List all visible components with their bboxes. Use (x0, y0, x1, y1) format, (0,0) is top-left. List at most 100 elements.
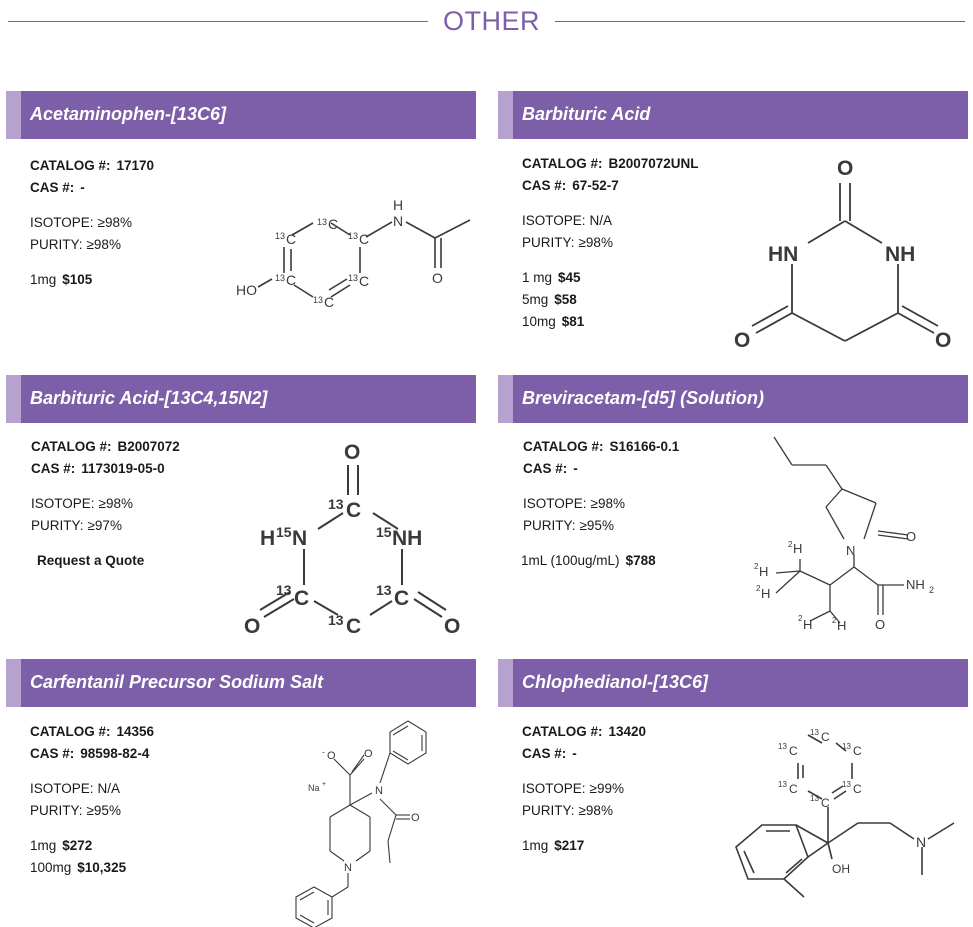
product-card: Acetaminophen-[13C6] CATALOG #:17170 CAS… (6, 91, 476, 361)
deuterium-atom: H (759, 564, 768, 579)
isotope-13-label: 13 (275, 273, 285, 283)
title-bar-accent (6, 659, 21, 707)
isotope-13-label: 13 (275, 231, 285, 241)
oxygen-atom: O (444, 615, 460, 638)
section-header: OTHER (0, 0, 973, 44)
cas-label: CAS #: (522, 178, 567, 193)
oxygen-atom: O (244, 615, 260, 638)
catalog-number: 13420 (608, 724, 647, 739)
amide-nh-group: NH (906, 577, 925, 592)
purity-value: ≥98% (86, 237, 121, 252)
hydroxyl-group: OH (832, 862, 850, 876)
price-amount: $58 (554, 292, 577, 307)
product-name[interactable]: Barbituric Acid-[13C4,15N2] (30, 388, 268, 408)
barbituric-acid-labeled-structure: O 13 C H 15 N 15 NH 13 C 13 C 13 C O O (244, 441, 460, 638)
price-size: 1mg (522, 838, 549, 853)
product-name[interactable]: Carfentanil Precursor Sodium Salt (30, 672, 324, 692)
price-amount: $45 (558, 270, 581, 285)
catalog-number: B2007072 (117, 439, 180, 454)
isotope-13-label: 13 (778, 742, 787, 751)
isotope-13-label: 13 (842, 742, 851, 751)
cas-label: CAS #: (30, 180, 75, 195)
product-info: CATALOG #:B2007072 CAS #:1173019-05-0 IS… (31, 436, 180, 572)
price-row: 1mg $217 (522, 835, 646, 857)
product-title-bar[interactable]: Acetaminophen-[13C6] (6, 91, 476, 139)
deuterium-atom: H (837, 618, 846, 633)
deuterium-mass-label: 2 (798, 614, 803, 623)
oxygen-atom: O (327, 750, 336, 762)
isotope-13-label: 13 (810, 794, 819, 803)
product-title-bar[interactable]: Carfentanil Precursor Sodium Salt (6, 659, 476, 707)
isotope-13-label: 13 (313, 295, 323, 305)
product-info: CATALOG #:B2007072UNL CAS #:67-52-7 ISOT… (522, 153, 699, 333)
isotope-value: ≥98% (98, 496, 133, 511)
nitrogen-atom: N (393, 213, 403, 229)
subscript-label: 2 (929, 585, 934, 595)
isotope-value: N/A (97, 781, 121, 796)
price-amount: $105 (62, 272, 93, 287)
isotope-13-label: 13 (842, 780, 851, 789)
carbon-atom: C (789, 782, 798, 796)
request-quote-link[interactable]: Request a Quote (37, 553, 145, 568)
carbon-atom: C (286, 272, 296, 288)
carbon-atom: C (789, 744, 798, 758)
price-row: 5mg$58 (522, 289, 699, 311)
purity-label: PURITY: (522, 235, 575, 250)
nitrogen-atom: N (292, 527, 307, 550)
product-info: CATALOG #:14356 CAS #:98598-82-4 ISOTOPE… (30, 721, 154, 879)
oxygen-atom: O (364, 748, 373, 760)
price-amount: $10,325 (77, 860, 127, 875)
title-bar-accent (498, 91, 513, 139)
purity-value: ≥95% (86, 803, 121, 818)
price-row: 1 mg$45 (522, 267, 699, 289)
title-bar-accent (498, 375, 513, 423)
isotope-value: N/A (589, 213, 613, 228)
acetaminophen-structure: 13 C 13 C 13 C 13 C 13 C 13 C H N O HO (236, 197, 471, 310)
isotope-13-label: 13 (328, 612, 344, 628)
charge-label: - (322, 747, 325, 757)
deuterium-mass-label: 2 (754, 562, 759, 571)
product-name[interactable]: Chlophedianol-[13C6] (522, 672, 709, 692)
hydrogen-atom: H (260, 527, 275, 550)
isotope-15-label: 15 (276, 524, 292, 540)
nh-group: NH (885, 243, 915, 266)
price-amount: $217 (554, 838, 585, 853)
nh-group: HN (768, 243, 798, 266)
cas-number: 98598-82-4 (80, 746, 150, 761)
oxygen-atom: O (837, 157, 853, 180)
cas-label: CAS #: (523, 461, 568, 476)
price-size: 1mL (100ug/mL) (521, 553, 620, 568)
catalog-label: CATALOG #: (522, 724, 603, 739)
product-title-bar[interactable]: Barbituric Acid (498, 91, 968, 139)
product-name[interactable]: Barbituric Acid (522, 104, 651, 124)
section-title: OTHER (443, 6, 540, 36)
nitrogen-atom: N (916, 834, 926, 850)
oxygen-atom: O (411, 812, 420, 824)
deuterium-atom: H (803, 617, 812, 632)
purity-label: PURITY: (30, 803, 83, 818)
catalog-number: 14356 (116, 724, 155, 739)
product-title-bar[interactable]: Barbituric Acid-[13C4,15N2] (6, 375, 476, 423)
title-bar-accent (498, 659, 513, 707)
deuterium-atom: H (761, 586, 770, 601)
oxygen-atom: O (344, 441, 360, 464)
product-title-bar[interactable]: Breviracetam-[d5] (Solution) (498, 375, 968, 423)
header-rule-right (555, 21, 965, 22)
carbon-atom: C (853, 782, 862, 796)
cas-label: CAS #: (31, 461, 76, 476)
isotope-13-label: 13 (348, 231, 358, 241)
catalog-label: CATALOG #: (31, 439, 112, 454)
price-amount: $788 (625, 553, 656, 568)
product-card: Breviracetam-[d5] (Solution) CATALOG #:S… (498, 375, 968, 645)
isotope-13-label: 13 (317, 217, 327, 227)
catalog-number: S16166-0.1 (609, 439, 680, 454)
product-info: CATALOG #:17170 CAS #:- ISOTOPE:≥98% PUR… (30, 155, 154, 291)
carfentanil-precursor-structure: - O O Na + N O N (295, 720, 427, 927)
carbon-atom: C (394, 587, 409, 610)
product-title-bar[interactable]: Chlophedianol-[13C6] (498, 659, 968, 707)
deuterium-mass-label: 2 (756, 584, 761, 593)
product-name[interactable]: Breviracetam-[d5] (Solution) (522, 388, 765, 408)
title-bar-accent (6, 375, 21, 423)
sodium-ion: Na (308, 783, 320, 793)
product-name[interactable]: Acetaminophen-[13C6] (30, 104, 227, 124)
